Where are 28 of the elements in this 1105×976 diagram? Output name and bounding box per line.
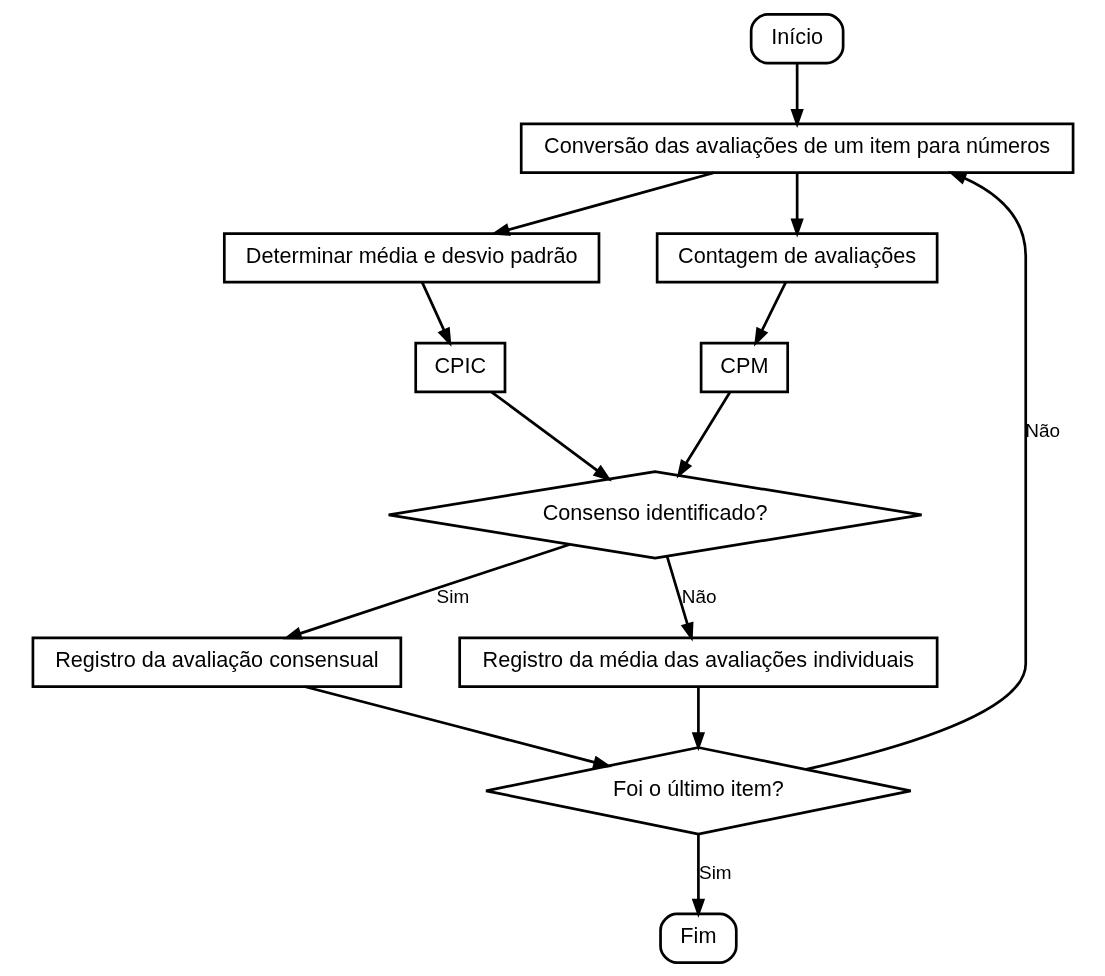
arrow xyxy=(490,390,612,481)
arrow xyxy=(790,62,804,128)
node-diamond: Foi o último item? xyxy=(484,745,912,835)
node-box: Registro da média das avaliações individuais xyxy=(457,636,938,688)
arrow xyxy=(691,833,705,918)
node-box: Contagem de avaliações xyxy=(655,231,938,284)
node-box: Determinar média e desvio padrão xyxy=(222,231,600,284)
node-box: CPM xyxy=(699,341,789,393)
node-box: Fim xyxy=(658,912,738,964)
node-box: CPIC xyxy=(413,341,506,393)
arrow xyxy=(753,281,787,347)
arrow xyxy=(665,555,693,641)
arrow xyxy=(676,390,731,479)
node-box: Registro da avaliação consensual xyxy=(31,636,402,688)
edge-label: Sim xyxy=(436,585,469,607)
node-box: Início xyxy=(749,12,844,64)
arrow xyxy=(304,684,612,769)
arrow xyxy=(490,170,714,236)
arrow xyxy=(420,281,451,347)
edge-label: Não xyxy=(1024,419,1060,441)
arrow xyxy=(282,542,570,640)
node-diamond: Consenso identificado? xyxy=(386,469,923,560)
edge-label: Não xyxy=(681,585,716,607)
arrow xyxy=(790,172,804,237)
node-box: Conversão das avaliações de um item para números xyxy=(519,122,1074,174)
arrow xyxy=(691,686,705,751)
arrow xyxy=(805,170,1027,771)
edge-label: Sim xyxy=(698,861,732,883)
